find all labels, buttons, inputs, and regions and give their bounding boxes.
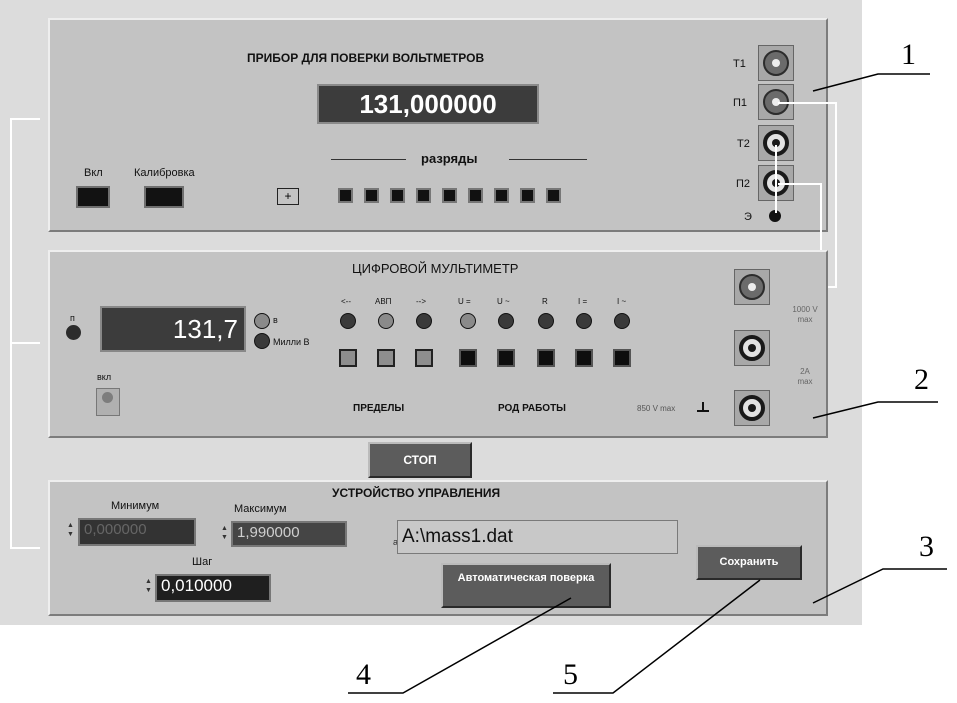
step-value-field[interactable]: 0,010000 <box>155 574 271 602</box>
signal-wire <box>10 547 40 549</box>
ground-symbol-stem <box>702 402 704 411</box>
callout-5: 5 <box>563 658 578 691</box>
max-label: Максимум <box>234 503 287 515</box>
connection-wire <box>778 102 836 104</box>
digit-button[interactable] <box>390 188 405 203</box>
auto-calibration-button[interactable]: Автоматическая поверка <box>441 563 611 608</box>
limits-label: ПРЕДЕЛЫ <box>353 403 405 414</box>
mode-label-dc-current: I = <box>578 297 588 306</box>
plus-button[interactable]: + <box>277 188 299 205</box>
digit-button[interactable] <box>338 188 353 203</box>
calibrator-title: ПРИБОР ДЛЯ ПОВЕРКИ ВОЛЬТМЕТРОВ <box>247 51 485 65</box>
digit-button[interactable] <box>468 188 483 203</box>
max-1000v-label: 1000 V max <box>792 305 818 324</box>
connection-wire <box>835 102 837 287</box>
mode-indicator <box>576 313 592 329</box>
terminal-label-t1: Т1 <box>733 58 746 70</box>
mode-indicator <box>340 313 356 329</box>
multimeter-power-label: вкл <box>97 372 112 382</box>
multimeter-title: ЦИФРОВОЙ МУЛЬТИМЕТР <box>352 261 519 276</box>
unit-volt-label: в <box>273 315 278 325</box>
step-spinner[interactable]: ▲▼ <box>145 578 152 594</box>
mode-indicator <box>416 313 432 329</box>
power-button[interactable] <box>76 186 110 208</box>
multimeter-jack-common[interactable] <box>734 330 770 366</box>
multimeter-jack-voltage[interactable] <box>734 269 770 305</box>
digits-label: разряды <box>421 151 478 166</box>
mode-dc-voltage-button[interactable] <box>459 349 477 367</box>
mode-label-auto: АВП <box>375 297 392 306</box>
signal-wire <box>10 342 40 344</box>
stop-button[interactable]: СТОП <box>368 442 472 478</box>
mode-label-ac-current: I ~ <box>617 297 627 306</box>
mode-label-right: --> <box>416 297 426 306</box>
terminal-label-ground: Э <box>744 211 752 223</box>
multimeter-jack-current[interactable] <box>734 390 770 426</box>
terminal-label-t2: Т2 <box>737 138 750 150</box>
terminal-label-p1: П1 <box>733 97 748 109</box>
mode-group-label: РОД РАБОТЫ <box>498 403 566 414</box>
digit-button[interactable] <box>364 188 379 203</box>
callout-1: 1 <box>901 38 916 71</box>
step-label: Шаг <box>192 556 213 568</box>
max-2a-label: 2A max <box>797 367 813 386</box>
signal-wire <box>10 118 40 120</box>
voltage-limit-label: 850 V max <box>637 404 676 413</box>
calibration-button[interactable] <box>144 186 184 208</box>
unit-volt-indicator <box>254 313 270 329</box>
power-label: Вкл <box>84 167 103 179</box>
mode-indicator <box>378 313 394 329</box>
multimeter-display: 131,7 <box>100 306 246 352</box>
digits-divider-left <box>331 159 406 160</box>
save-button[interactable]: Сохранить <box>696 545 802 580</box>
indicator-led <box>66 325 81 340</box>
min-value-field[interactable]: 0,000000 <box>78 518 196 546</box>
digits-divider-right <box>509 159 587 160</box>
unit-millivolt-indicator <box>254 333 270 349</box>
mode-label-left: <-- <box>341 297 351 306</box>
mode-ac-current-button[interactable] <box>613 349 631 367</box>
range-up-button[interactable] <box>415 349 433 367</box>
digit-button[interactable] <box>546 188 561 203</box>
mode-label-resistance: R <box>542 297 548 306</box>
mode-label-dc-voltage: U = <box>458 297 471 306</box>
mode-resistance-button[interactable] <box>537 349 555 367</box>
callout-3: 3 <box>919 530 934 563</box>
unit-millivolt-label: Милли В <box>273 337 310 347</box>
max-spinner[interactable]: ▲▼ <box>221 525 228 541</box>
range-down-button[interactable] <box>339 349 357 367</box>
file-path-field[interactable]: A:\mass1.dat <box>397 520 678 554</box>
mode-indicator <box>498 313 514 329</box>
mode-indicator <box>460 313 476 329</box>
led-label: п <box>70 313 75 323</box>
digit-button[interactable] <box>442 188 457 203</box>
mode-ac-voltage-button[interactable] <box>497 349 515 367</box>
mode-dc-current-button[interactable] <box>575 349 593 367</box>
mode-label-ac-voltage: U ~ <box>497 297 510 306</box>
terminal-label-p2: П2 <box>736 178 751 190</box>
calibration-label: Калибровка <box>134 167 195 179</box>
min-label: Минимум <box>111 500 160 512</box>
control-unit-title: УСТРОЙСТВО УПРАВЛЕНИЯ <box>332 486 501 500</box>
digit-button[interactable] <box>416 188 431 203</box>
range-auto-button[interactable] <box>377 349 395 367</box>
max-value-field[interactable]: 1,990000 <box>231 521 347 547</box>
file-path-marker: a <box>393 537 399 547</box>
digit-button[interactable] <box>520 188 535 203</box>
mode-indicator <box>614 313 630 329</box>
terminal-t1[interactable] <box>758 45 794 81</box>
min-spinner[interactable]: ▲▼ <box>67 522 74 538</box>
connection-wire <box>778 183 822 185</box>
mode-indicator <box>538 313 554 329</box>
callout-2: 2 <box>914 363 929 396</box>
power-switch-knob <box>102 392 113 403</box>
digit-button[interactable] <box>494 188 509 203</box>
connection-wire <box>775 145 777 213</box>
signal-wire <box>10 118 12 548</box>
calibrator-display: 131,000000 <box>317 84 539 124</box>
callout-4: 4 <box>356 658 371 691</box>
ground-terminal[interactable] <box>769 210 781 222</box>
ground-symbol <box>697 410 709 412</box>
